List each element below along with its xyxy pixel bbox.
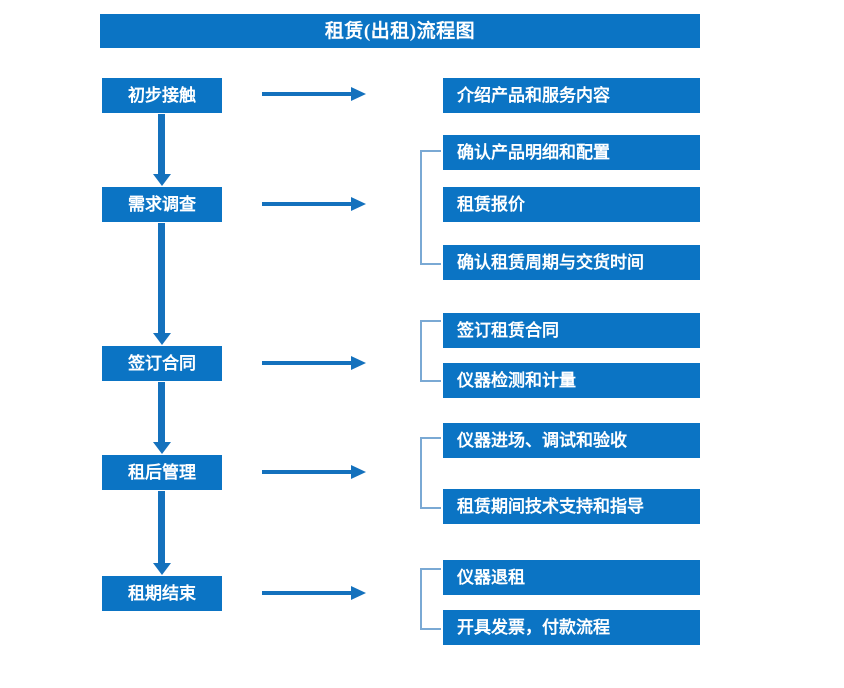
arrow-shaft [262, 202, 353, 206]
page-title: 租赁(出租)流程图 [100, 14, 700, 48]
stage-box-requirement-survey[interactable]: 需求调查 [102, 187, 222, 222]
stage-box-rental-term-end[interactable]: 租期结束 [102, 576, 222, 611]
arrow-head [351, 586, 366, 600]
stage-box-sign-contract[interactable]: 签订合同 [102, 346, 222, 381]
detail-box-technical-support[interactable]: 租赁期间技术支持和指导 [443, 489, 700, 524]
arrow-shaft [262, 470, 353, 474]
arrow-shaft [158, 491, 165, 563]
detail-box-invoice-payment[interactable]: 开具发票，付款流程 [443, 610, 700, 645]
flow-arrow-right-icon [262, 356, 366, 370]
bracket-connector-icon [420, 568, 441, 630]
detail-box-confirm-product-details[interactable]: 确认产品明细和配置 [443, 135, 700, 170]
flow-arrow-down-icon [153, 491, 171, 575]
arrow-shaft [262, 591, 353, 595]
arrow-head [351, 87, 366, 101]
arrow-shaft [158, 382, 165, 442]
detail-box-introduce-products[interactable]: 介绍产品和服务内容 [443, 78, 700, 113]
flow-arrow-down-icon [153, 382, 171, 454]
flow-arrow-down-icon [153, 223, 171, 345]
arrow-head [153, 333, 171, 345]
arrow-shaft [158, 114, 165, 174]
flow-arrow-right-icon [262, 87, 366, 101]
flow-arrow-right-icon [262, 465, 366, 479]
arrow-head [351, 356, 366, 370]
detail-box-instrument-installation[interactable]: 仪器进场、调试和验收 [443, 423, 700, 458]
arrow-shaft [158, 223, 165, 333]
detail-box-rental-quotation[interactable]: 租赁报价 [443, 187, 700, 222]
detail-box-confirm-rental-period[interactable]: 确认租赁周期与交货时间 [443, 245, 700, 280]
detail-box-instrument-inspection[interactable]: 仪器检测和计量 [443, 363, 700, 398]
flow-arrow-right-icon [262, 586, 366, 600]
detail-box-sign-rental-contract[interactable]: 签订租赁合同 [443, 313, 700, 348]
bracket-connector-icon [420, 320, 441, 382]
arrow-head [351, 197, 366, 211]
bracket-connector-icon [420, 437, 441, 509]
arrow-head [351, 465, 366, 479]
flow-arrow-right-icon [262, 197, 366, 211]
stage-box-post-rental-management[interactable]: 租后管理 [102, 455, 222, 490]
arrow-head [153, 563, 171, 575]
arrow-head [153, 174, 171, 186]
arrow-head [153, 442, 171, 454]
flow-arrow-down-icon [153, 114, 171, 186]
bracket-connector-icon [420, 150, 441, 265]
arrow-shaft [262, 92, 353, 96]
detail-box-instrument-return[interactable]: 仪器退租 [443, 560, 700, 595]
arrow-shaft [262, 361, 353, 365]
stage-box-initial-contact[interactable]: 初步接触 [102, 78, 222, 113]
